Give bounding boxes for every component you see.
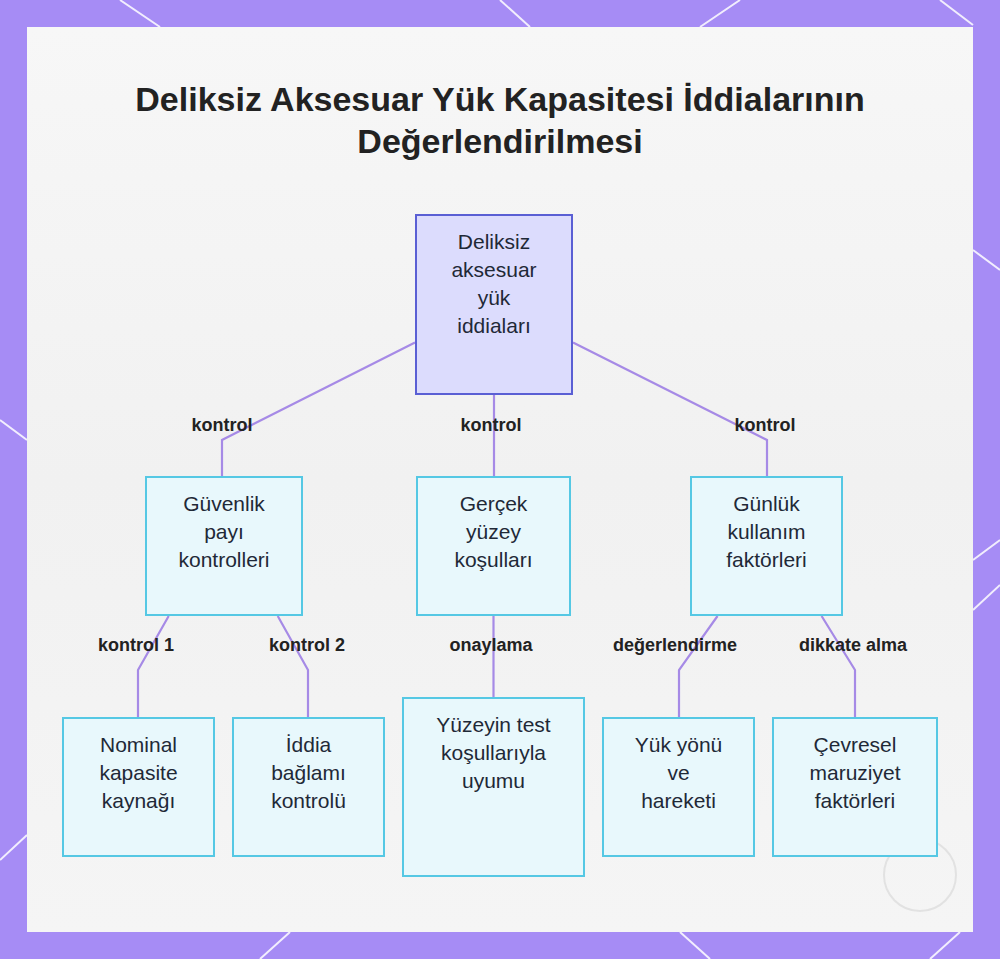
connector-line bbox=[138, 616, 169, 717]
connector-line bbox=[493, 395, 495, 476]
edge-label: kontrol bbox=[192, 415, 253, 436]
process-box: Çevresel maruziyet faktörleri bbox=[772, 717, 938, 857]
node-text: Yük yönü ve hareketi bbox=[634, 731, 724, 815]
node-text: Gerçek yüzey koşulları bbox=[439, 490, 549, 574]
diagram-title: Deliksiz Aksesuar Yük Kapasitesi İddiala… bbox=[100, 78, 900, 162]
process-box: Nominal kapasite kaynağı bbox=[62, 717, 215, 857]
edge-label: kontrol bbox=[735, 415, 796, 436]
process-box: Günlük kullanım faktörleri bbox=[690, 476, 843, 616]
node-text: Günlük kullanım faktörleri bbox=[707, 490, 827, 574]
edge-label: kontrol bbox=[461, 415, 522, 436]
connector-line bbox=[822, 616, 855, 717]
edge-label: kontrol 1 bbox=[98, 635, 174, 656]
process-box: İddia bağlamı kontrolü bbox=[232, 717, 385, 857]
node-text: İddia bağlamı kontrolü bbox=[254, 731, 364, 815]
edge-label: değerlendirme bbox=[613, 635, 737, 656]
node-text: Çevresel maruziyet faktörleri bbox=[795, 731, 915, 815]
root-box: Deliksiz aksesuar yük iddiaları bbox=[415, 214, 573, 395]
node-text: Deliksiz aksesuar yük iddiaları bbox=[438, 228, 550, 340]
connector-line bbox=[573, 343, 767, 476]
edge-label: onaylama bbox=[449, 635, 532, 656]
edge-label: dikkate alma bbox=[799, 635, 907, 656]
node-text: Nominal kapasite kaynağı bbox=[84, 731, 194, 815]
node-text: Yüzeyin test koşullarıyla uyumu bbox=[434, 711, 554, 795]
process-box: Gerçek yüzey koşulları bbox=[416, 476, 571, 616]
process-box: Yük yönü ve hareketi bbox=[602, 717, 755, 857]
process-box: Yüzeyin test koşullarıyla uyumu bbox=[402, 697, 585, 877]
node-text: Güvenlik payı kontrolleri bbox=[164, 490, 284, 574]
edge-label: kontrol 2 bbox=[269, 635, 345, 656]
connector-line bbox=[492, 616, 494, 697]
connector-line bbox=[278, 616, 308, 717]
connector-line bbox=[222, 343, 415, 476]
connector-line bbox=[679, 616, 718, 717]
process-box: Güvenlik payı kontrolleri bbox=[145, 476, 303, 616]
